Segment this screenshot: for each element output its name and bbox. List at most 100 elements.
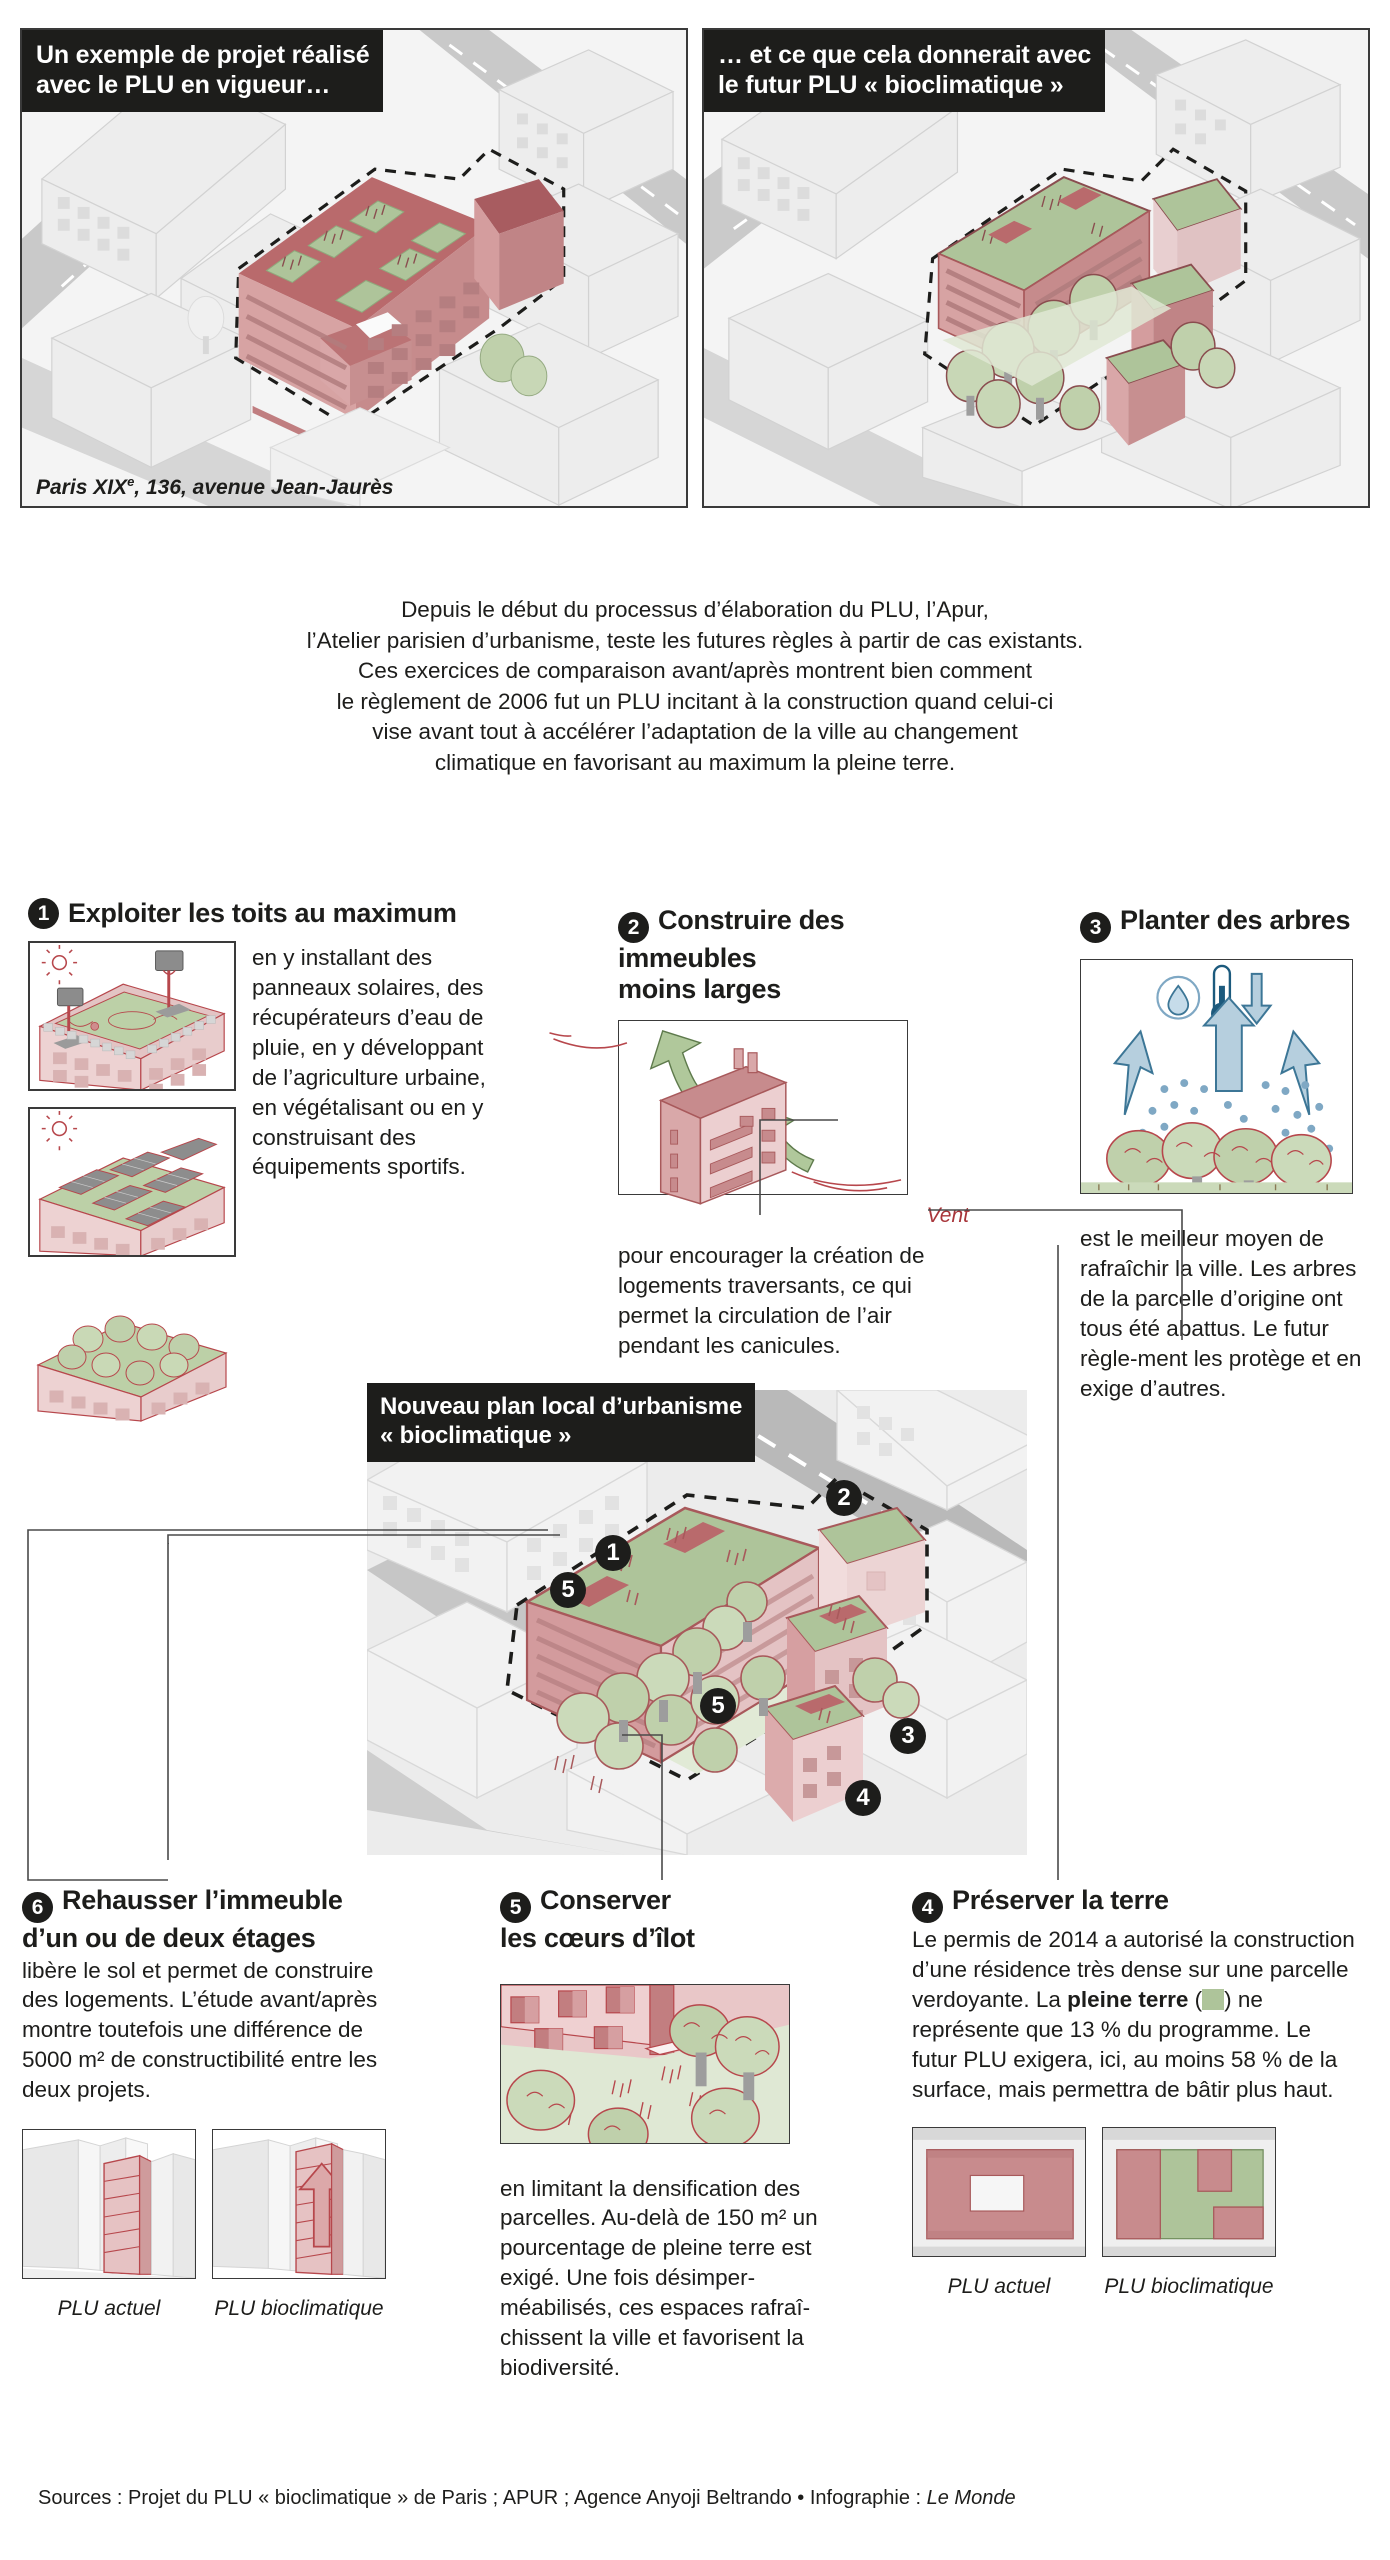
leader-lines — [27, 1119, 1183, 1881]
figure-rooftop-garden — [28, 1273, 236, 1423]
figure-crosswind-building: Vent — [549, 1019, 969, 1227]
section-1-text: en y installant des panneaux solaires, d… — [252, 945, 486, 1180]
intro-line-6: climatique en favorisant au maximum la p… — [434, 749, 956, 775]
figure-plot-future — [1102, 2126, 1276, 2257]
panel-future-title-line1: … et ce que cela donnerait avec — [718, 41, 1092, 69]
plot-current-illustration — [913, 2127, 1085, 2256]
section-6-compare-future: PLU bioclimatique — [212, 2129, 386, 2321]
courtyard-garden-illustration — [501, 1984, 789, 2143]
section-preserve-courtyards: 5 Conserver les cœurs d’îlot — [500, 1885, 820, 2383]
rooftop-sports-illustration — [38, 944, 226, 1089]
chimneys-icon — [733, 1047, 758, 1073]
panel-future-title-line2: le futur PLU « bioclimatique » — [718, 71, 1064, 99]
comparison-panels: Un exemple de projet réalisé avec le PLU… — [20, 28, 1370, 508]
section-6-caption-right: PLU bioclimatique — [214, 2297, 384, 2321]
sun-icon — [41, 944, 78, 985]
section-3-number: 3 — [1080, 912, 1111, 944]
map-marker-3[interactable]: 3 — [890, 1718, 926, 1754]
evapotranspiration-arrows — [1112, 996, 1322, 1116]
section-4-text-part2: ( — [1188, 1987, 1203, 2013]
panel-current-caption: Paris XIXe, 136, avenue Jean-Jaurès — [36, 474, 393, 500]
section-2-heading-line1: Construire des immeubles — [618, 905, 845, 974]
figure-raised-height — [212, 2129, 386, 2280]
map-marker-5-left[interactable]: 5 — [550, 1572, 586, 1608]
section-6-caption-left: PLU actuel — [57, 2297, 161, 2321]
section-6-compare-current: PLU actuel — [22, 2129, 196, 2321]
section-5-heading-line1: Conserver — [540, 1885, 671, 1915]
plot-future-illustration — [1103, 2127, 1275, 2256]
map-marker-5-centre[interactable]: 5 — [700, 1688, 736, 1724]
panel-current-title: Un exemple de projet réalisé avec le PLU… — [22, 30, 384, 112]
section-5-number: 5 — [500, 1892, 531, 1924]
pleine-terre-swatch — [1202, 1989, 1225, 2011]
panel-current-title-line1: Un exemple de projet réalisé — [36, 41, 370, 69]
ground-grass-tufts — [554, 1754, 603, 1794]
centre-map-title-line1: Nouveau plan local d’urbanisme — [380, 1393, 743, 1420]
section-5-heading-line2: les cœurs d’îlot — [500, 1923, 695, 1954]
intro-line-4: le règlement de 2006 fut un PLU incitant… — [336, 688, 1054, 714]
figure-courtyard-garden — [500, 1983, 790, 2144]
wind-lines — [549, 1031, 902, 1192]
panel-current-plu: Un exemple de projet réalisé avec le PLU… — [20, 28, 688, 508]
figure-tree-cooling — [1080, 959, 1353, 1195]
sources-prefix: Sources : Projet du PLU « bioclimatique … — [38, 2487, 927, 2509]
caption-pre: Paris XIX — [36, 476, 128, 499]
map-marker-4[interactable]: 4 — [845, 1780, 881, 1816]
rooftop-garden-illustration — [36, 1315, 228, 1422]
caption-post: , 136, avenue Jean-Jaurès — [134, 476, 394, 499]
section-6-heading-line1: Rehausser l’immeuble — [62, 1885, 343, 1915]
intro-paragraph: Depuis le début du processus d’élaborati… — [0, 595, 1390, 779]
sun-icon — [41, 1110, 78, 1151]
section-1-number: 1 — [28, 898, 59, 929]
centre-map-title-line2: « bioclimatique » — [380, 1422, 572, 1450]
panel-current-title-line2: avec le PLU en vigueur… — [36, 71, 331, 99]
water-droplet-icon — [1156, 976, 1201, 1020]
intro-line-1: Depuis le début du processus d’élaborati… — [401, 597, 989, 622]
intro-line-3: Ces exercices de comparaison avant/après… — [357, 658, 1033, 684]
rooftop-trees-icon — [57, 1315, 200, 1386]
section-4-text-part3: ) ne représente que 13 % du programme. L… — [912, 1987, 1338, 2102]
panel-future-plu: … et ce que cela donnerait avec le futur… — [702, 28, 1370, 508]
crosswind-illustration — [549, 1029, 902, 1205]
section-6-text: libère le sol et permet de construire de… — [22, 1957, 378, 2103]
raised-height-illustration — [213, 2130, 385, 2279]
section-3-text: est le meilleur moyen de rafraîchir la v… — [1080, 1226, 1362, 1401]
section-1-heading: 1 Exploiter les toits au maximum — [28, 898, 548, 929]
figure-rooftop-sports — [28, 941, 236, 1091]
section-plant-trees: 3 Planter des arbres — [1080, 905, 1380, 1404]
section-3-heading-text: Planter des arbres — [1120, 905, 1351, 935]
map-marker-2[interactable]: 2 — [826, 1480, 862, 1516]
current-height-illustration — [23, 2130, 195, 2279]
solar-panels-icon — [58, 1137, 218, 1227]
section-5-text: en limitant la densification des parcell… — [500, 2175, 818, 2381]
section-2-heading-line2: moins larges — [618, 973, 781, 1004]
section-4-caption-right: PLU bioclimatique — [1104, 2274, 1274, 2298]
centre-map-title: Nouveau plan local d’urbanisme « bioclim… — [367, 1383, 756, 1462]
map-marker-1[interactable]: 1 — [595, 1535, 631, 1571]
section-4-bold-term: pleine terre — [1067, 1987, 1189, 2013]
leader-line-1 — [168, 1543, 169, 1544]
intro-line-2: l’Atelier parisien d’urbanisme, teste le… — [306, 627, 1084, 653]
section-1-figures — [28, 941, 236, 1439]
tree-trunks-centre — [619, 1622, 768, 1742]
section-4-caption-left: PLU actuel — [947, 2274, 1051, 2298]
section-2-text: pour encourager la création de logements… — [618, 1242, 925, 1358]
courtyard-trees — [556, 1581, 920, 1773]
rooftop-solar-illustration — [38, 1110, 226, 1255]
basketball-hoop-icon — [155, 950, 191, 1018]
intro-line-5: vise avant tout à accélérer l’adaptation… — [372, 719, 1018, 745]
section-4-number: 4 — [912, 1892, 943, 1924]
section-5-heading: 5 Conserver les cœurs d’îlot — [500, 1885, 820, 1954]
figure-rooftop-solar — [28, 1107, 236, 1257]
section-3-heading: 3 Planter des arbres — [1080, 905, 1380, 944]
panel-future-title: … et ce que cela donnerait avec le futur… — [704, 30, 1106, 112]
sources-publisher: Le Monde — [926, 2487, 1016, 2509]
section-6-heading-line2: d’un ou de deux étages — [22, 1923, 316, 1954]
cityscape-future — [704, 30, 1368, 506]
